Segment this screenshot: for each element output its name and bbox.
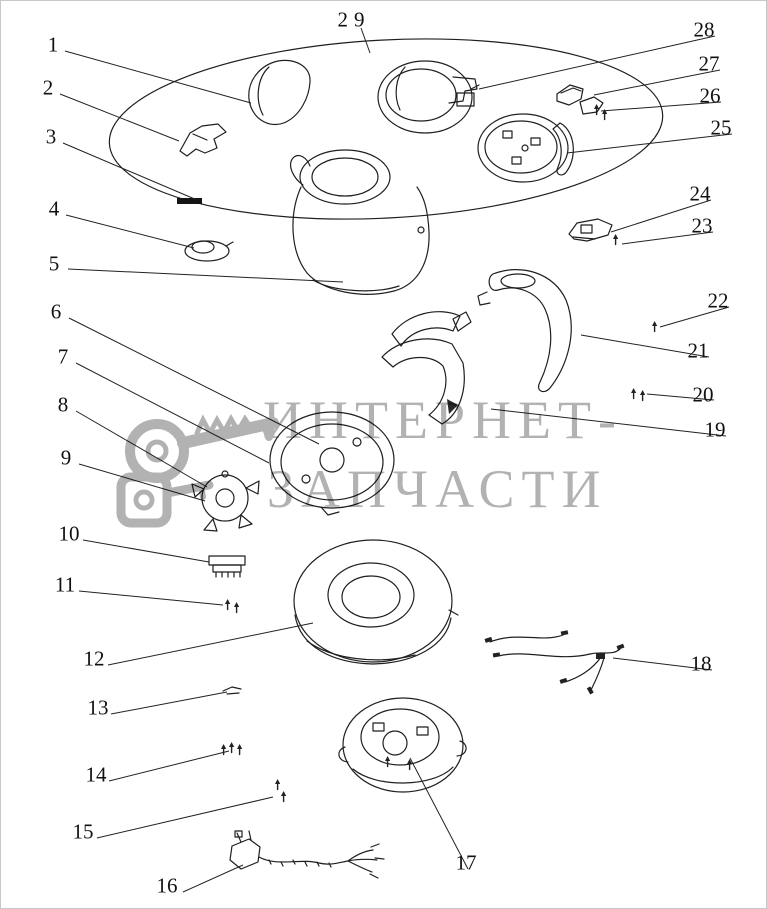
small-cap-part xyxy=(184,240,234,262)
callout-label-18: 18 xyxy=(690,651,712,676)
seal-strip-part xyxy=(177,198,202,204)
callout-label-25: 25 xyxy=(710,115,732,140)
callout-label-28: 28 xyxy=(693,17,715,42)
callout-label-7: 7 xyxy=(57,344,69,369)
callout-label-14: 14 xyxy=(85,762,107,787)
lid-button-part xyxy=(568,218,619,246)
callout-label-23: 23 xyxy=(691,213,713,238)
handle-cover-parts xyxy=(381,311,472,425)
callout-label-15: 15 xyxy=(72,819,94,844)
leader-lines xyxy=(59,27,733,893)
callout-label-24: 24 xyxy=(689,181,711,206)
loose-screws-right xyxy=(630,320,658,402)
lid-latch-part xyxy=(179,123,227,157)
terminal-block-part xyxy=(208,555,246,578)
callout-label-6: 6 xyxy=(50,299,62,324)
kettle-body-part xyxy=(290,149,430,295)
heating-plate-part xyxy=(269,411,395,516)
clip-part xyxy=(222,686,242,695)
callout-label-17: 17 xyxy=(455,850,477,875)
power-cord-part xyxy=(229,830,385,879)
callout-label-4: 4 xyxy=(48,196,60,221)
callout-label-19: 19 xyxy=(704,417,726,442)
callout-label-9: 9 xyxy=(60,445,72,470)
wiring-part xyxy=(484,630,625,695)
thermostat-part xyxy=(191,470,260,532)
inner-lid-part xyxy=(477,113,574,183)
callout-label-26: 26 xyxy=(699,83,721,108)
callout-label-3: 3 xyxy=(45,124,57,149)
callout-label-11: 11 xyxy=(54,572,76,597)
callout-label-12: 12 xyxy=(83,646,105,671)
callout-label-5: 5 xyxy=(48,251,60,276)
callout-label-27: 27 xyxy=(698,51,720,76)
callout-label-22: 22 xyxy=(707,288,729,313)
callout-label-29: 29 xyxy=(337,7,371,32)
lid-part xyxy=(377,60,480,134)
power-base-part xyxy=(293,539,459,665)
callout-label-1: 1 xyxy=(47,32,59,57)
handle-part xyxy=(477,269,572,393)
base-bottom-part xyxy=(338,697,467,793)
callout-label-13: 13 xyxy=(87,695,109,720)
screws-part-15 xyxy=(274,778,287,803)
lid-cover-part xyxy=(248,59,311,126)
callout-label-20: 20 xyxy=(692,382,714,407)
callout-label-8: 8 xyxy=(57,392,69,417)
hinge-parts xyxy=(556,84,608,121)
callout-label-2: 2 xyxy=(42,75,54,100)
callout-label-16: 16 xyxy=(156,873,178,898)
screws-part-11 xyxy=(224,598,240,614)
lid-group-oval xyxy=(108,38,664,220)
callout-label-10: 10 xyxy=(58,521,80,546)
callout-label-21: 21 xyxy=(687,338,709,363)
